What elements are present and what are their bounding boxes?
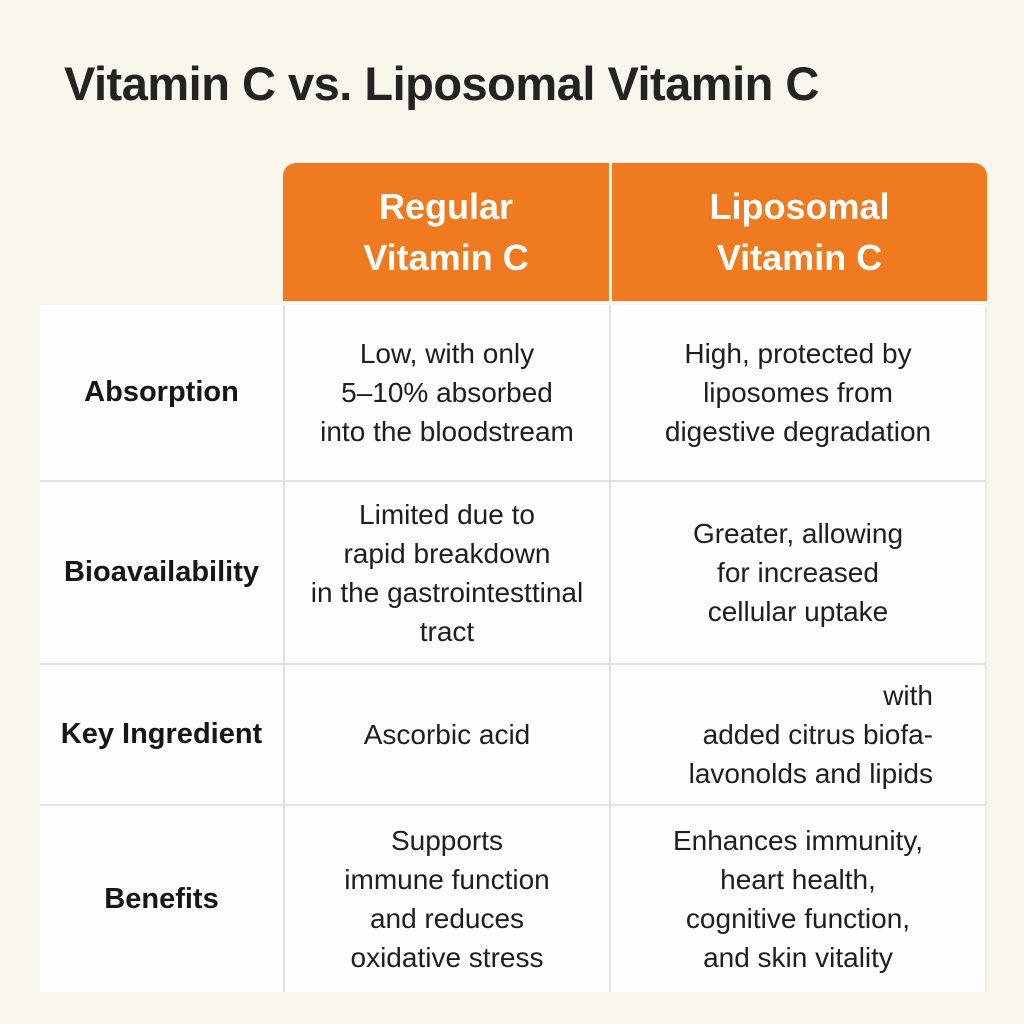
- row-label-key-ingredient: Key Ingredient: [40, 663, 283, 804]
- row-label-bioavailability: Bioavailability: [40, 480, 283, 663]
- cell-bioavailability-liposomal: Greater, allowing for increased cellular…: [609, 480, 987, 663]
- header-cell-liposomal-vitamin-c: Liposomal Vitamin C: [609, 163, 987, 301]
- row-label-absorption: Absorption: [40, 305, 283, 480]
- cell-benefits-liposomal: Enhances immunity, heart health, cogniti…: [609, 804, 987, 992]
- cell-bioavailability-regular: Limited due to rapid breakdown in the ga…: [283, 480, 609, 663]
- table-corner-spacer: [40, 163, 283, 305]
- comparison-table: Regular Vitamin C Liposomal Vitamin C Ab…: [40, 163, 987, 992]
- cell-key-ingredient-regular: Ascorbic acid: [283, 663, 609, 804]
- row-label-benefits: Benefits: [40, 804, 283, 992]
- page-title: Vitamin C vs. Liposomal Vitamin C: [64, 57, 819, 110]
- header-cell-regular-vitamin-c: Regular Vitamin C: [283, 163, 609, 301]
- cell-key-ingredient-liposomal: with added citrus biofa- lavonolds and l…: [609, 663, 987, 804]
- cell-benefits-regular: Supports immune function and reduces oxi…: [283, 804, 609, 992]
- cell-absorption-liposomal: High, protected by liposomes from digest…: [609, 305, 987, 480]
- cell-absorption-regular: Low, with only 5–10% absorbed into the b…: [283, 305, 609, 480]
